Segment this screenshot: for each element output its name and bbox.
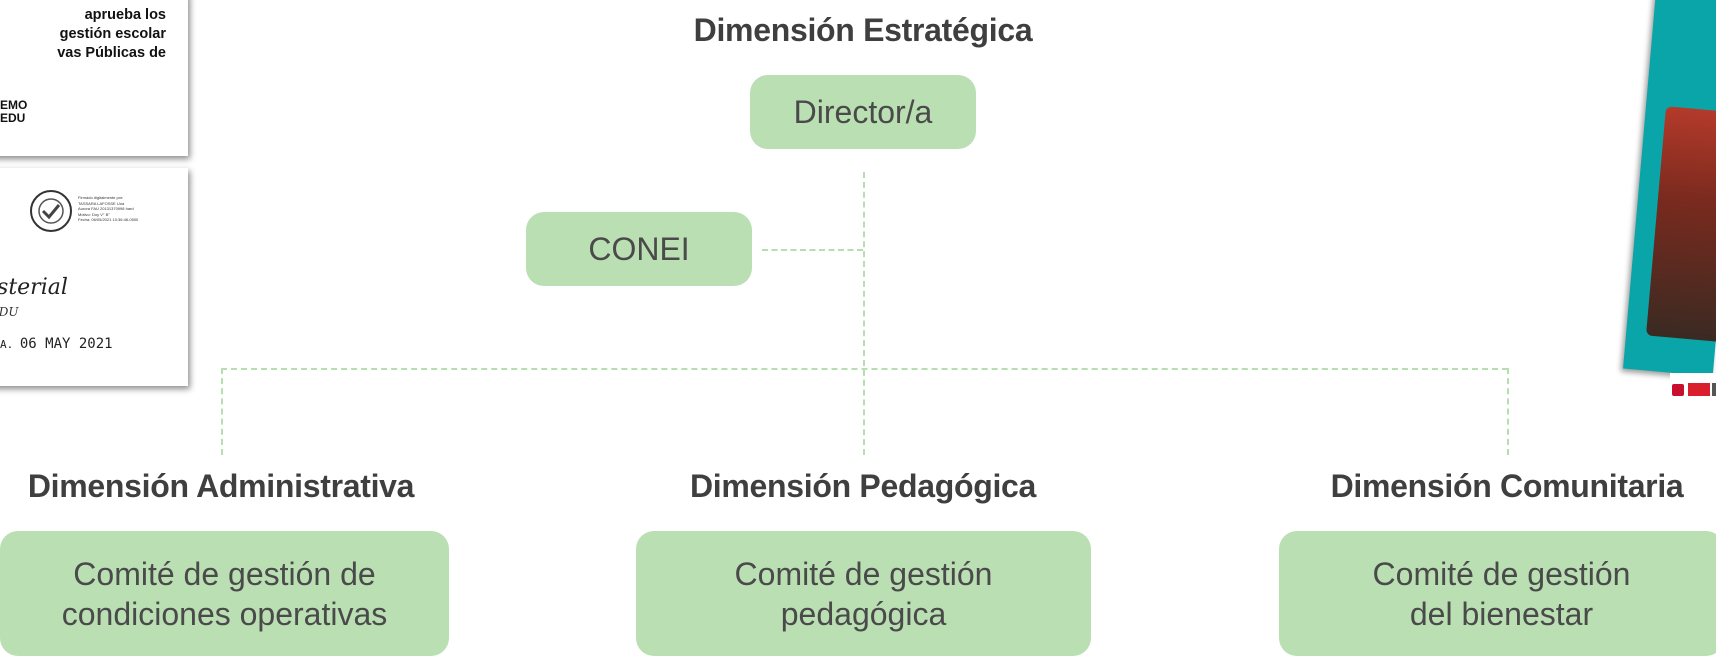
connector-comunitaria [1507, 368, 1509, 455]
wellbeing-committee-node: Comité de gestión del bienestar [1279, 531, 1716, 656]
committee-line-2: condiciones operativas [61, 595, 388, 632]
excerpt-line-3: vas Públicas de [57, 45, 166, 61]
administrative-dimension-label: Dimensión Administrativa [27, 468, 415, 504]
digital-signature-seal-icon [30, 190, 72, 232]
excerpt-line-2: gestión escolar [59, 26, 166, 42]
footer-line-2: EDU [0, 111, 26, 125]
footer-line-1: EMO [0, 98, 28, 112]
date-value: 06 MAY 2021 [19, 336, 113, 352]
cover-photo [1645, 106, 1716, 343]
resolution-subtitle-fragment: EDU [0, 305, 19, 319]
signature-line: Aurora FAU 20131370998 hard [78, 206, 134, 211]
peru-logo-icon [1688, 383, 1710, 396]
director-node: Director/a [750, 75, 976, 149]
committee-line-2: del bienestar [1409, 595, 1594, 632]
excerpt-line-1: aprueba los [84, 7, 166, 23]
date-prefix: A. [0, 338, 14, 351]
signature-line: TASSARA LAFOSSE Una [78, 200, 125, 206]
connector-administrativa [221, 368, 223, 455]
coat-of-arms-icon [1672, 384, 1684, 396]
pedagogical-dimension-label: Dimensión Pedagógica [689, 468, 1037, 504]
guide-cover-image [1623, 0, 1716, 377]
resolution-title-fragment: isterial [0, 275, 68, 300]
conei-node: CONEI [526, 212, 752, 286]
signature-line: Motivo: Doy V° B° [78, 211, 110, 217]
pedagogical-committee-node: Comité de gestión pedagógica [636, 531, 1091, 656]
committee-line-1: Comité de gestión de [73, 555, 376, 592]
committee-line-1: Comité de gestión [1372, 555, 1631, 592]
committee-line-1: Comité de gestión [734, 555, 993, 592]
digital-signature-details: Firmado digitalmente por: TASSARA LAFOSS… [78, 195, 178, 223]
connector-horizontal-branch [221, 368, 1508, 370]
resolution-excerpt-page: aprueba los gestión escolar vas Públicas… [0, 0, 188, 156]
signature-line: Fecha: 06/05/2021 10:36:46-0500 [78, 217, 139, 222]
community-dimension-label: Dimensión Comunitaria [1330, 468, 1684, 504]
signature-line: Firmado digitalmente por: [78, 195, 124, 200]
connector-director-vertical [863, 172, 865, 455]
committee-line-2: pedagógica [780, 595, 947, 632]
ministry-logo-icon [1712, 383, 1716, 396]
resolution-excerpt-text: aprueba los gestión escolar vas Públicas… [0, 6, 166, 63]
connector-conei [762, 249, 863, 251]
strategic-dimension-label: Dimensión Estratégica [693, 12, 1033, 48]
operational-conditions-committee-node: Comité de gestión de condiciones operati… [0, 531, 449, 656]
resolution-date: A. 06 MAY 2021 [0, 336, 113, 352]
excerpt-footer: EMO EDU [0, 99, 27, 125]
signed-resolution-page: Firmado digitalmente por: TASSARA LAFOSS… [0, 168, 188, 386]
